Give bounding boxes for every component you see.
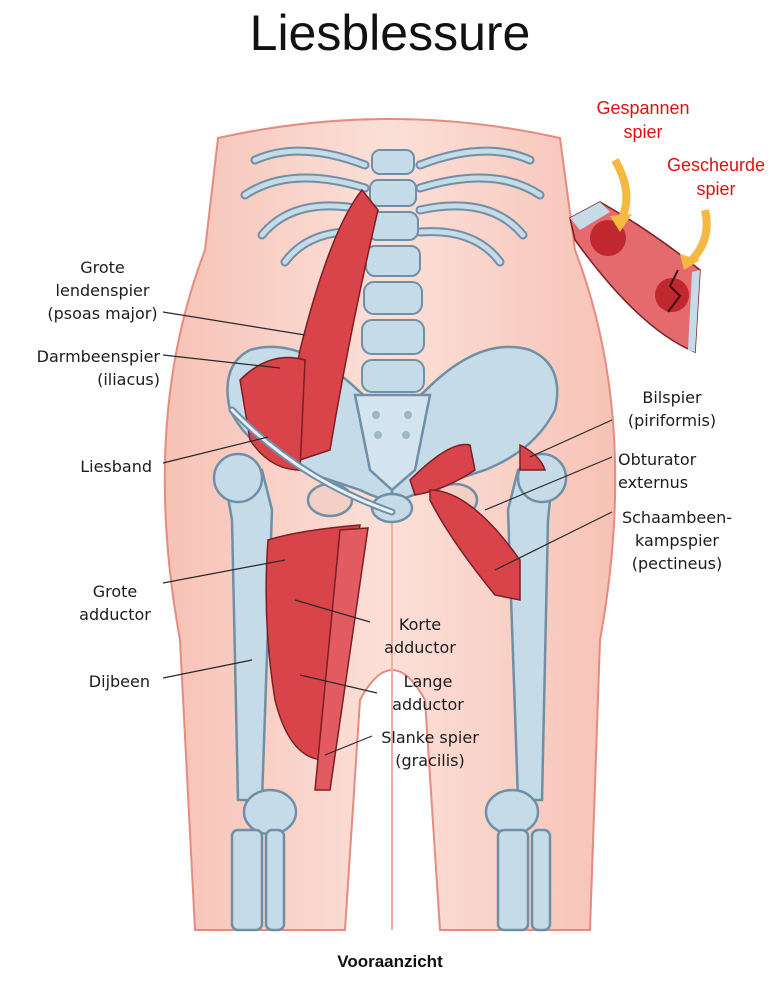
- label-inguinal-ligament: Liesband: [80, 457, 152, 476]
- torn-muscle-label: Gescheurde spier: [666, 155, 766, 199]
- label-adductor-brevis: Korte adductor: [384, 615, 456, 657]
- label-iliacus: Darmbeenspier (iliacus): [36, 347, 160, 389]
- label-pectineus: Schaambeen- kampspier (pectineus): [621, 508, 733, 573]
- body-silhouette: [163, 118, 617, 931]
- muscles: [239, 188, 547, 791]
- label-obturator-externus: Obturator externus: [618, 450, 697, 492]
- label-piriformis: Bilspier (piriformis): [627, 388, 717, 430]
- view-caption: Vooraanzicht: [337, 952, 443, 971]
- label-adductor-magnus: Grote adductor: [79, 582, 151, 624]
- label-psoas-major: Grote lendenspier (psoas major): [47, 258, 158, 323]
- strained-muscle-label: Gespannen spier: [596, 98, 690, 142]
- label-adductor-longus: Lange adductor: [392, 672, 464, 714]
- label-gracilis: Slanke spier (gracilis): [381, 728, 479, 770]
- femurs: [212, 452, 568, 932]
- inset-muscle: [569, 158, 711, 354]
- leader-lines: [162, 311, 613, 756]
- spine: [361, 149, 425, 393]
- page-title: Liesblessure: [249, 5, 531, 61]
- label-femur: Dijbeen: [88, 672, 150, 691]
